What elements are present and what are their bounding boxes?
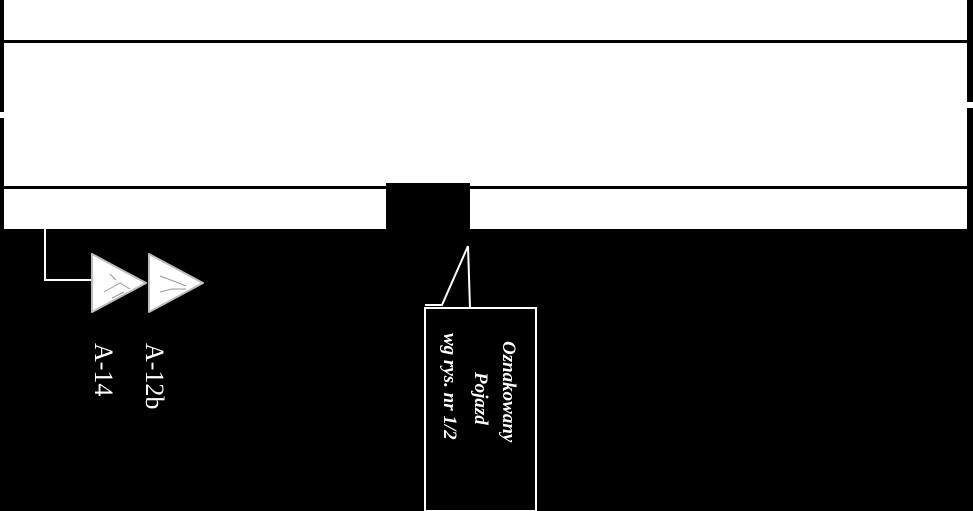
road-top-lane bbox=[4, 0, 967, 40]
callout-box bbox=[424, 307, 537, 511]
vehicle-base bbox=[395, 235, 468, 245]
vehicle-body bbox=[386, 183, 470, 235]
callout-text: Oznakowany Pojazd wg rys. nr 1/2 bbox=[439, 333, 519, 443]
callout-line-1: Oznakowany bbox=[498, 341, 519, 443]
road-middle-lane bbox=[4, 43, 967, 186]
road bbox=[0, 0, 973, 229]
road-edge-mark-left bbox=[0, 112, 5, 118]
marked-vehicle bbox=[386, 183, 470, 245]
sign-a-12b bbox=[148, 253, 204, 313]
sign-a-14 bbox=[91, 253, 147, 313]
callout-line-3: wg rys. nr 1/2 bbox=[439, 333, 460, 440]
callout-leader-line bbox=[425, 245, 469, 306]
warning-triangle-sign-icon bbox=[148, 253, 204, 313]
road-narrowing-symbol-icon bbox=[159, 275, 187, 293]
signs-leader-line bbox=[44, 229, 92, 281]
sign-label-a-14: A-14 bbox=[89, 343, 118, 396]
sign-label-a-12b: A-12b bbox=[140, 343, 169, 409]
roadworks-symbol-icon bbox=[103, 273, 131, 299]
callout-line-2: Pojazd bbox=[470, 371, 491, 425]
road-bottom-lane bbox=[4, 189, 967, 229]
road-edge-mark-right bbox=[966, 102, 973, 108]
callout-leader-line-2 bbox=[467, 245, 471, 309]
